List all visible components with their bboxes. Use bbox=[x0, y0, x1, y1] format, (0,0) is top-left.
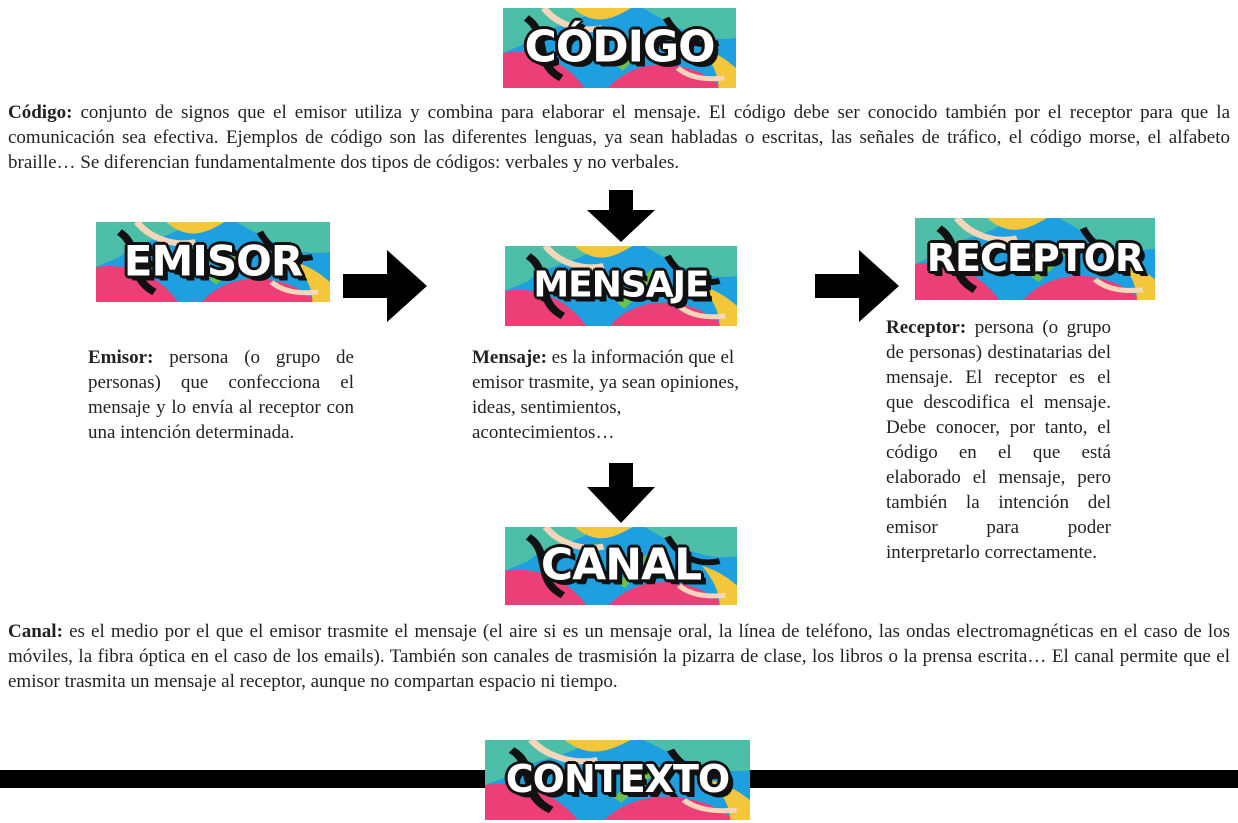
codigo-text: conjunto de signos que el emisor utiliza… bbox=[8, 102, 1230, 173]
emisor-definition: Emisor: persona (o grupo de personas) qu… bbox=[88, 345, 354, 445]
emisor-banner: EMISOR bbox=[96, 222, 330, 302]
arrow-down-icon-bottom bbox=[587, 463, 655, 523]
emisor-term: Emisor: bbox=[88, 347, 154, 368]
mensaje-banner: MENSAJE bbox=[505, 246, 737, 326]
contexto-banner-title: CONTEXTO bbox=[505, 757, 730, 802]
canal-banner: CANAL bbox=[505, 527, 737, 605]
mensaje-definition: Mensaje: es la información que el emisor… bbox=[472, 345, 756, 445]
canal-definition: Canal: es el medio por el que el emisor … bbox=[8, 619, 1230, 694]
contexto-rule-right bbox=[750, 770, 1238, 788]
codigo-banner: CÓDIGO bbox=[503, 8, 736, 88]
receptor-banner-title: RECEPTOR bbox=[926, 236, 1144, 281]
mensaje-text: es la información que el emisor trasmite… bbox=[472, 347, 739, 443]
receptor-term: Receptor: bbox=[886, 317, 967, 338]
mensaje-banner-title: MENSAJE bbox=[533, 264, 709, 306]
contexto-banner: CONTEXTO bbox=[485, 740, 750, 820]
emisor-text: persona (o grupo de personas) que confec… bbox=[88, 347, 354, 443]
codigo-banner-title: CÓDIGO bbox=[524, 21, 715, 73]
receptor-text: persona (o grupo de personas) destinatar… bbox=[886, 317, 1111, 563]
codigo-definition: Código: conjunto de signos que el emisor… bbox=[8, 100, 1230, 175]
canal-term: Canal: bbox=[8, 621, 63, 642]
receptor-definition: Receptor: persona (o grupo de personas) … bbox=[886, 315, 1111, 565]
arrow-down-icon-top bbox=[587, 190, 655, 242]
emisor-banner-title: EMISOR bbox=[123, 236, 303, 286]
canal-banner-title: CANAL bbox=[540, 539, 702, 591]
codigo-term: Código: bbox=[8, 102, 73, 123]
receptor-banner: RECEPTOR bbox=[915, 218, 1155, 300]
arrow-right-icon-mensaje bbox=[815, 250, 899, 322]
mensaje-term: Mensaje: bbox=[472, 347, 547, 368]
canal-text: es el medio por el que el emisor trasmit… bbox=[8, 621, 1230, 692]
arrow-right-icon-emisor bbox=[343, 250, 427, 322]
contexto-rule-left bbox=[0, 770, 485, 788]
